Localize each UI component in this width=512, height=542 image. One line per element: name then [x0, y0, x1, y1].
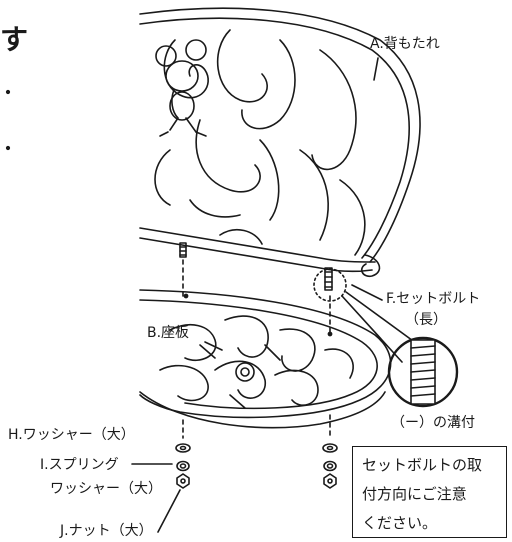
seat-drawing: [139, 289, 392, 429]
nut-leader: [157, 489, 181, 533]
bolt-highlight-circle: [313, 268, 347, 302]
label-nut: J.ナット（大）: [60, 523, 153, 539]
note-line-3: ください。: [362, 514, 438, 532]
backrest-drawing: [139, 7, 421, 278]
label-seat: B.座板: [147, 325, 190, 341]
label-washer: H.ワッシャー（大）: [8, 427, 135, 443]
note-line-1: セットボルトの取: [362, 456, 483, 474]
label-backrest: A.背もたれ: [370, 36, 440, 52]
bolt-magnified: [387, 336, 459, 408]
backrest-leader: [373, 57, 379, 81]
label-set-bolt: F.セットボルト: [386, 291, 481, 307]
zoom-line: [345, 291, 421, 347]
zoom-line: [341, 295, 403, 363]
label-slot-note: （ー）の溝付: [391, 415, 475, 431]
hardware-left: [175, 443, 191, 489]
caution-note-box: セットボルトの取 付方向にご注意 ください。: [352, 446, 507, 538]
label-spring-washer-2: ワッシャー（大）: [50, 481, 162, 497]
label-spring-washer-1: I.スプリング: [40, 457, 119, 473]
set-bolt-leader: [351, 284, 383, 301]
heading-fragment: す: [0, 23, 29, 56]
hardware-right: [322, 443, 338, 489]
edge-mark: [5, 89, 11, 95]
edge-mark: [5, 145, 11, 151]
label-set-bolt-long: （長）: [405, 312, 447, 328]
bolt-left: [179, 242, 187, 301]
note-line-2: 付方向にご注意: [362, 485, 467, 503]
